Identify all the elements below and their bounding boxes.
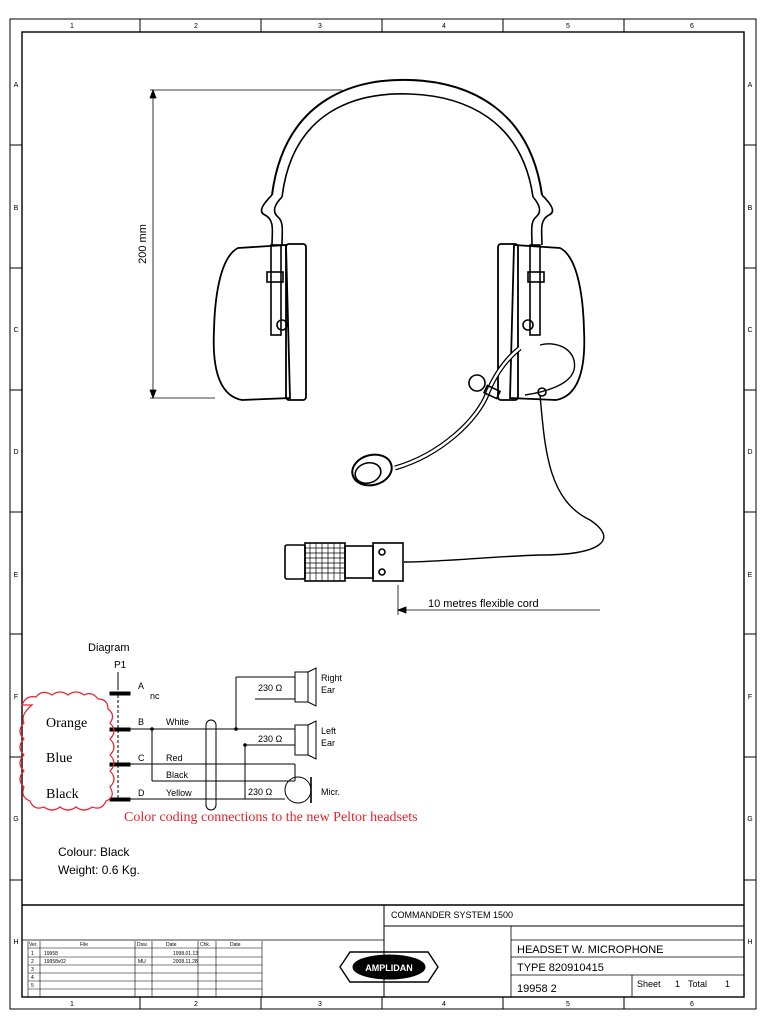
- headset-illustration: [212, 78, 605, 582]
- rev-header-file: File: [80, 942, 88, 948]
- outer-frame: [9, 18, 757, 1010]
- annotation-note: Color coding connections to the new Pelt…: [124, 810, 418, 825]
- row-label-e-right: E: [748, 572, 753, 579]
- connector-label: P1: [114, 660, 127, 671]
- row-label-b-right: B: [748, 205, 753, 212]
- wire-red: Red: [166, 753, 183, 763]
- type-number: TYPE 820910415: [517, 962, 604, 974]
- rev-header-chk: Chk.: [200, 942, 210, 948]
- col-label-1: 1: [70, 23, 74, 30]
- col-label-6: 6: [690, 23, 694, 30]
- col-label-3-bottom: 3: [318, 1001, 322, 1008]
- row-label-d: D: [13, 449, 18, 456]
- row-label-e: E: [14, 572, 19, 579]
- inner-frame: [21, 31, 745, 998]
- rev-2-dsw: MU: [138, 959, 146, 965]
- annotation-cloud: [19, 691, 115, 811]
- dimension-200mm: [149, 88, 342, 400]
- annotation-orange: Orange: [46, 716, 88, 731]
- rev-header-ver: Ver.: [29, 942, 38, 948]
- row-label-a: A: [14, 82, 19, 89]
- column-ticks: [139, 19, 625, 1009]
- col-label-6-bottom: 6: [690, 1001, 694, 1008]
- col-label-5-bottom: 5: [566, 1001, 570, 1008]
- row-label-g: G: [13, 816, 18, 823]
- col-label-4-bottom: 4: [442, 1001, 446, 1008]
- rev-5-ver: 5: [31, 983, 34, 989]
- rev-2-file: 19958v02: [44, 959, 66, 965]
- row-label-a-right: A: [748, 82, 753, 89]
- annotation-blue: Blue: [46, 751, 73, 766]
- col-label-2-bottom: 2: [194, 1001, 198, 1008]
- annotation-black: Black: [46, 787, 79, 802]
- sheet-label: Sheet: [637, 979, 661, 989]
- load-mic: Micr.: [321, 787, 340, 797]
- load-left-line2: Ear: [321, 738, 335, 748]
- pin-d-label: D: [138, 788, 145, 798]
- title-block: [22, 904, 744, 997]
- wire-yellow: Yellow: [166, 788, 192, 798]
- spec-colour: Colour: Black: [58, 845, 130, 859]
- rev-1-file: 19958: [44, 951, 58, 957]
- total-label: Total: [688, 979, 707, 989]
- row-label-c-right: C: [747, 327, 752, 334]
- rev-1-date: 1998.01.13: [173, 951, 198, 957]
- col-label-1-bottom: 1: [70, 1001, 74, 1008]
- row-label-d-right: D: [747, 449, 752, 456]
- system-name: COMMANDER SYSTEM 1500: [391, 910, 513, 920]
- col-label-5: 5: [566, 23, 570, 30]
- cord-dimension: [396, 585, 600, 615]
- wiring-diagram: [109, 667, 317, 811]
- row-label-c: C: [13, 327, 18, 334]
- cord-label: 10 metres flexible cord: [428, 598, 539, 610]
- row-label-h-right: H: [747, 939, 752, 946]
- row-label-b: B: [14, 205, 19, 212]
- rev-2-ver: 2: [31, 959, 34, 965]
- load-left-line1: Left: [321, 726, 337, 736]
- rev-4-ver: 4: [31, 975, 34, 981]
- rev-header-date2: Date: [230, 942, 241, 948]
- dimension-label: 200 mm: [137, 224, 149, 264]
- row-label-h: H: [13, 939, 18, 946]
- pin-b-label: B: [138, 717, 144, 727]
- row-ticks: [10, 144, 756, 881]
- col-label-2: 2: [194, 23, 198, 30]
- rev-1-ver: 1: [31, 951, 34, 957]
- pin-a-wire: nc: [150, 691, 160, 701]
- load-right-line2: Ear: [321, 685, 335, 695]
- wire-white: White: [166, 717, 189, 727]
- pin-a-label: A: [138, 681, 144, 691]
- spec-weight: Weight: 0.6 Kg.: [58, 863, 140, 877]
- drawing-title: HEADSET W. MICROPHONE: [517, 944, 663, 956]
- rev-2-date: 2008.11.28: [173, 959, 198, 965]
- row-label-g-right: G: [747, 816, 752, 823]
- wire-black: Black: [166, 770, 189, 780]
- diagram-title: Diagram: [88, 642, 130, 654]
- total-value: 1: [725, 979, 730, 989]
- rev-header-dsw: Dsw.: [137, 942, 148, 948]
- col-label-3: 3: [318, 23, 322, 30]
- amplidan-logo: AMPLIDAN: [365, 963, 413, 973]
- load-right-line1: Right: [321, 673, 343, 683]
- rev-header-date: Date: [166, 942, 177, 948]
- resistor-mic: 230 Ω: [248, 787, 273, 797]
- resistor-left-ear: 230 Ω: [258, 734, 283, 744]
- col-label-4: 4: [442, 23, 446, 30]
- row-label-f-right: F: [748, 694, 752, 701]
- drawing-number: 19958 2: [517, 983, 557, 995]
- resistor-right-ear: 230 Ω: [258, 683, 283, 693]
- rev-3-ver: 3: [31, 967, 34, 973]
- row-label-f: F: [14, 694, 18, 701]
- pin-c-label: C: [138, 753, 145, 763]
- sheet-value: 1: [675, 979, 680, 989]
